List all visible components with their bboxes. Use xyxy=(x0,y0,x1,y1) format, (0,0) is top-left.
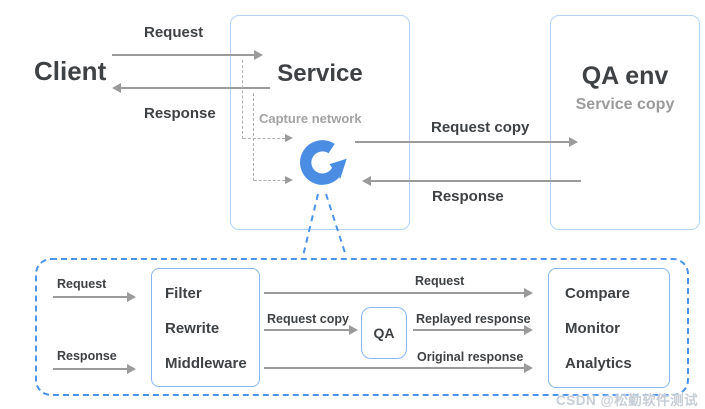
request-label-bottom: Request xyxy=(57,277,107,291)
capture-arrow-1 xyxy=(243,134,293,143)
capture-replay-icon xyxy=(296,134,350,190)
request-copy-label-bottom: Request copy xyxy=(267,312,349,326)
qa-env-title: QA env xyxy=(581,62,669,90)
capture-line-vertical-1 xyxy=(242,60,243,139)
response-label-top: Response xyxy=(144,105,216,122)
response-arrow-top xyxy=(112,83,270,93)
capture-line-vertical-2 xyxy=(253,93,254,181)
arrow-shaft xyxy=(264,292,525,294)
qa-env-subtitle: Service copy xyxy=(575,96,675,113)
processor-item-filter: Filter xyxy=(165,285,202,302)
processor-item-middleware: Middleware xyxy=(165,355,247,372)
original-response-arrow xyxy=(264,363,533,373)
response-label-right: Response xyxy=(432,188,504,205)
arrowhead-right-icon xyxy=(254,50,263,60)
analysis-item-compare: Compare xyxy=(565,285,631,302)
arrow-shaft xyxy=(370,180,581,182)
qa-box: QA xyxy=(361,307,407,359)
arrow-shaft xyxy=(355,141,570,143)
response-label-bottom: Response xyxy=(57,349,117,363)
request-arrow-top xyxy=(112,50,263,60)
arrow-shaft xyxy=(120,87,270,89)
arrowhead-right-icon xyxy=(285,134,293,142)
arrow-shaft xyxy=(264,367,525,369)
processor-item-rewrite: Rewrite xyxy=(165,320,220,337)
arrow-shaft xyxy=(53,296,128,298)
capture-arrow-2 xyxy=(254,176,293,185)
arrowhead-right-icon xyxy=(349,325,358,335)
request-copy-arrow-bottom xyxy=(264,325,358,335)
connector-v-lines-icon xyxy=(295,192,355,258)
request-arrow-bottom xyxy=(53,292,136,302)
arrowhead-right-icon xyxy=(524,325,533,335)
qa-box-label: QA xyxy=(373,325,395,341)
arrow-shaft xyxy=(413,329,525,331)
replayed-response-arrow xyxy=(413,325,533,335)
request-copy-arrow-top xyxy=(355,137,578,147)
request-out-arrow xyxy=(264,288,533,298)
response-arrow-right xyxy=(362,176,581,186)
arrow-shaft xyxy=(254,179,285,181)
response-arrow-bottom xyxy=(53,364,136,374)
arrowhead-left-icon xyxy=(112,83,121,93)
analysis-box: Compare Monitor Analytics xyxy=(548,268,670,388)
replayed-response-label: Replayed response xyxy=(416,312,531,326)
arrowhead-right-icon xyxy=(524,288,533,298)
arrow-shaft xyxy=(243,137,285,139)
processor-box: Filter Rewrite Middleware xyxy=(151,268,260,387)
service-title: Service xyxy=(277,60,363,87)
request-copy-label-top: Request copy xyxy=(431,119,530,136)
client-label: Client xyxy=(34,56,107,86)
pipeline-dashed-box xyxy=(35,258,689,396)
analysis-item-monitor: Monitor xyxy=(565,320,620,337)
arrow-shaft xyxy=(264,329,350,331)
request-label-top: Request xyxy=(144,24,204,41)
arrowhead-right-icon xyxy=(285,176,293,184)
capture-network-label: Capture network xyxy=(259,111,362,126)
analysis-item-analytics: Analytics xyxy=(565,355,632,372)
arrowhead-right-icon xyxy=(569,137,578,147)
qa-env-box: QA env Service copy xyxy=(550,15,700,230)
arrow-shaft xyxy=(53,368,128,370)
original-response-label: Original response xyxy=(417,350,524,364)
request-out-label: Request xyxy=(415,274,465,288)
watermark: CSDN @松勤软件测试 xyxy=(556,393,699,408)
arrowhead-right-icon xyxy=(524,363,533,373)
arrowhead-right-icon xyxy=(127,364,136,374)
arrowhead-left-icon xyxy=(362,176,371,186)
arrowhead-right-icon xyxy=(127,292,136,302)
arrow-shaft xyxy=(112,54,255,56)
